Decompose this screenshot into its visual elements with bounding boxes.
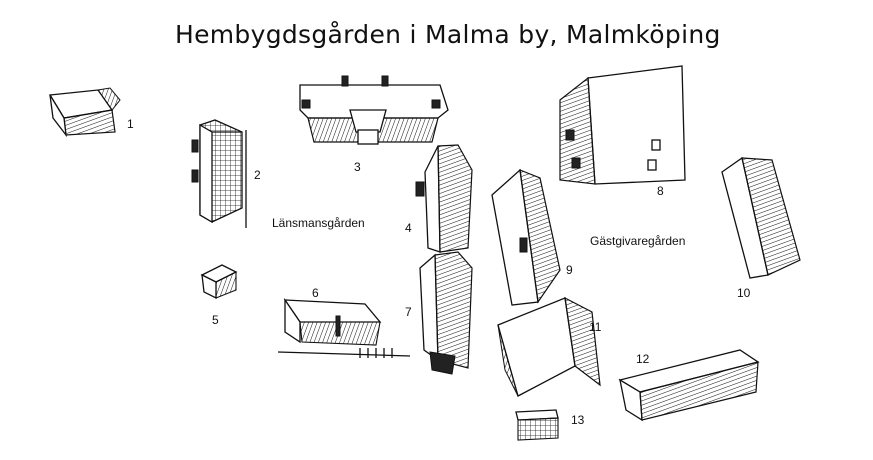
building-9-drawing bbox=[491, 168, 561, 306]
building-number-2: 2 bbox=[254, 168, 261, 182]
building-11-drawing bbox=[497, 296, 601, 397]
map-title: Hembygdsgården i Malma by, Malmköping bbox=[175, 20, 721, 49]
building-8-drawing bbox=[559, 65, 686, 185]
building-4-drawing bbox=[415, 144, 473, 253]
building-3-drawing bbox=[299, 75, 449, 145]
building-6-drawing bbox=[277, 297, 411, 358]
building-12-drawing bbox=[618, 349, 760, 422]
building-number-3: 3 bbox=[354, 160, 361, 174]
area-label-gastgivaregarden: Gästgivaregården bbox=[590, 234, 686, 248]
building-number-13: 13 bbox=[571, 413, 585, 427]
building-number-5: 5 bbox=[212, 313, 219, 327]
building-5-drawing bbox=[200, 264, 238, 300]
building-number-4: 4 bbox=[405, 221, 412, 235]
building-number-1: 1 bbox=[127, 117, 134, 131]
building-number-6: 6 bbox=[312, 286, 319, 300]
building-2-drawing bbox=[191, 119, 247, 228]
building-number-8: 8 bbox=[657, 184, 664, 198]
area-label-lansmansgarden: Länsmansgården bbox=[272, 216, 365, 230]
building-number-9: 9 bbox=[566, 263, 573, 277]
building-7-drawing bbox=[419, 251, 473, 375]
building-number-7: 7 bbox=[405, 305, 412, 319]
building-number-10: 10 bbox=[737, 286, 751, 300]
building-13-drawing bbox=[515, 409, 559, 441]
building-number-12: 12 bbox=[636, 352, 650, 366]
building-number-11: 11 bbox=[589, 320, 602, 334]
building-1-drawing bbox=[48, 87, 121, 138]
building-10-drawing bbox=[721, 156, 801, 279]
